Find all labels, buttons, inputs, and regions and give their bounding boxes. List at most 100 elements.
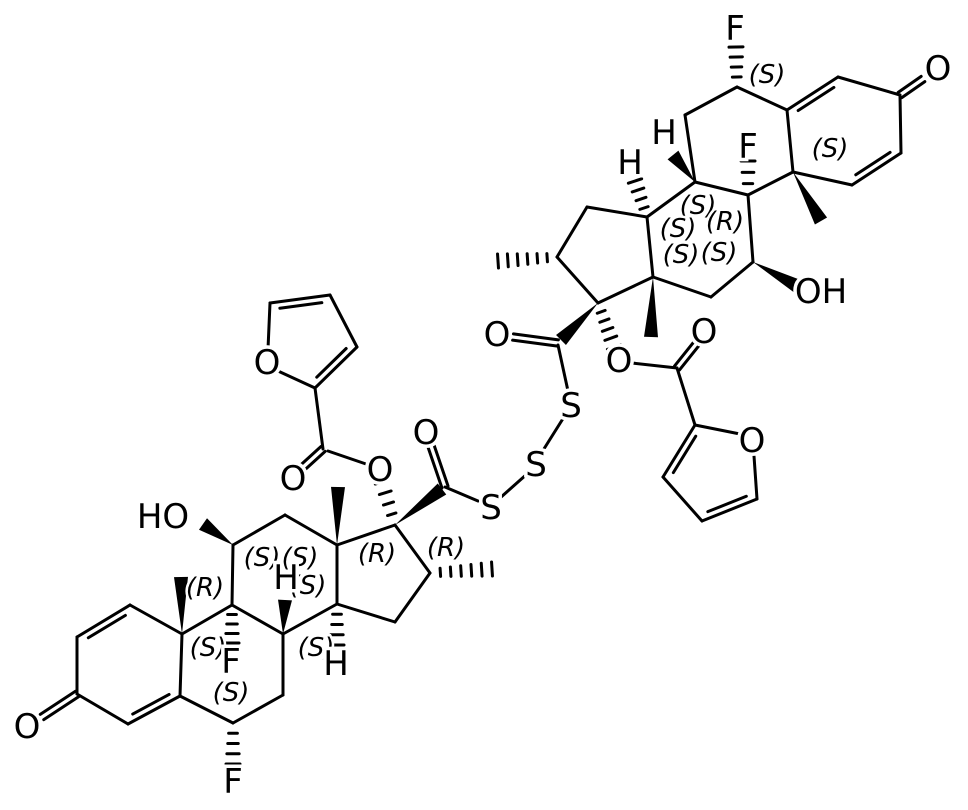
double-bond-line <box>511 338 560 348</box>
wedge-bond <box>793 172 828 225</box>
single-bond <box>585 205 649 219</box>
hash-bond-tick <box>595 308 607 315</box>
wedge-bond <box>331 486 345 545</box>
single-bond <box>443 485 480 503</box>
double-bond-main <box>126 694 182 726</box>
double-bond-line <box>42 695 81 722</box>
double-bond-main <box>850 151 903 187</box>
double-bond-main <box>75 603 132 639</box>
single-bond <box>128 603 184 636</box>
double-bond-inner <box>278 301 324 310</box>
wedge-bond <box>278 599 292 634</box>
hash-bond-tick <box>603 334 619 342</box>
stereo-label-s: (S) <box>701 238 738 268</box>
wedge-bond <box>198 518 233 545</box>
atom-label-f: F <box>223 762 243 802</box>
atom-label-o: O <box>254 343 281 383</box>
wedge-bond <box>644 277 658 338</box>
hash-bond-tick <box>600 325 615 333</box>
single-bond <box>276 369 317 390</box>
stereo-label-s: (S) <box>282 543 319 573</box>
stereo-label-r: (R) <box>358 539 396 569</box>
stereo-label-s: (S) <box>298 633 335 663</box>
atom-label-ho: HO <box>137 497 189 537</box>
atom-label-h: H <box>617 143 643 183</box>
double-bond-main <box>661 423 697 479</box>
single-bond <box>645 215 655 279</box>
single-bond <box>75 692 130 726</box>
double-bond-line <box>426 445 444 490</box>
atom-label-o: O <box>280 459 307 499</box>
single-bond <box>180 603 234 636</box>
stereo-label-s: (S) <box>190 633 227 663</box>
single-bond <box>661 475 704 523</box>
hash-bond-tick <box>490 560 494 578</box>
hash-bond-tick <box>459 564 463 578</box>
single-bond <box>555 205 589 259</box>
atom-label-o: O <box>367 450 394 490</box>
hash-bond-tick <box>515 252 520 267</box>
hash-bond-tick <box>438 566 443 578</box>
single-bond <box>498 472 529 500</box>
double-bond-inner <box>86 613 127 640</box>
double-bond-inner <box>671 434 698 475</box>
single-bond <box>556 343 570 393</box>
wedge-bond <box>753 262 801 293</box>
double-bond-inner <box>796 85 836 113</box>
atom-label-h: H <box>323 644 349 684</box>
single-bond <box>785 108 795 174</box>
wedge-bond <box>667 150 695 182</box>
atom-label-o: O <box>413 413 440 453</box>
hash-bond-tick <box>535 252 540 265</box>
atom-label-s: S <box>480 488 502 528</box>
single-bond <box>335 602 397 624</box>
atom-label-s: S <box>560 386 582 426</box>
atom-label-oh: OH <box>795 272 847 312</box>
single-bond <box>709 260 755 299</box>
single-bond <box>630 361 679 370</box>
atom-label-h: H <box>651 113 677 153</box>
hash-bond-tick <box>626 177 644 185</box>
atom-label-h: H <box>273 558 299 598</box>
single-bond <box>791 170 854 187</box>
double-bond-main <box>700 497 759 523</box>
single-bond <box>693 423 742 436</box>
hash-bond-tick <box>448 565 453 578</box>
hash-bond-tick <box>598 317 611 324</box>
single-bond <box>178 632 184 698</box>
single-bond <box>596 275 655 305</box>
hash-bond-tick <box>377 489 393 497</box>
atom-label-o: O <box>14 707 41 747</box>
stereo-label-r: (R) <box>427 533 465 563</box>
wedge-bond <box>174 576 188 634</box>
double-bond-inner <box>315 346 348 379</box>
single-bond <box>335 523 397 547</box>
double-bond-main <box>313 345 359 390</box>
double-bond-main <box>785 75 840 112</box>
hash-bond-tick <box>373 478 391 486</box>
hash-bond-tick <box>630 186 646 194</box>
stereo-label-s: (S) <box>680 191 717 221</box>
wedge-bond <box>556 303 598 345</box>
single-bond <box>313 386 325 451</box>
single-bond <box>746 170 795 197</box>
single-bond <box>746 193 755 264</box>
single-bond <box>555 255 600 305</box>
single-bond <box>393 523 432 575</box>
stereo-label-r: (R) <box>706 207 744 237</box>
stereo-label-s: (S) <box>244 543 281 573</box>
single-bond <box>898 93 903 155</box>
double-bond-inner <box>706 494 748 514</box>
atom-label-o: O <box>606 341 633 381</box>
hash-bond-tick <box>381 500 396 507</box>
double-bond-inner <box>131 692 171 716</box>
hash-bond-tick <box>386 511 398 518</box>
single-bond <box>281 602 339 636</box>
hash-bond-tick <box>638 205 650 211</box>
stereo-label-s: (S) <box>290 571 327 601</box>
single-bond <box>326 449 368 466</box>
hash-bond-tick <box>545 252 549 264</box>
